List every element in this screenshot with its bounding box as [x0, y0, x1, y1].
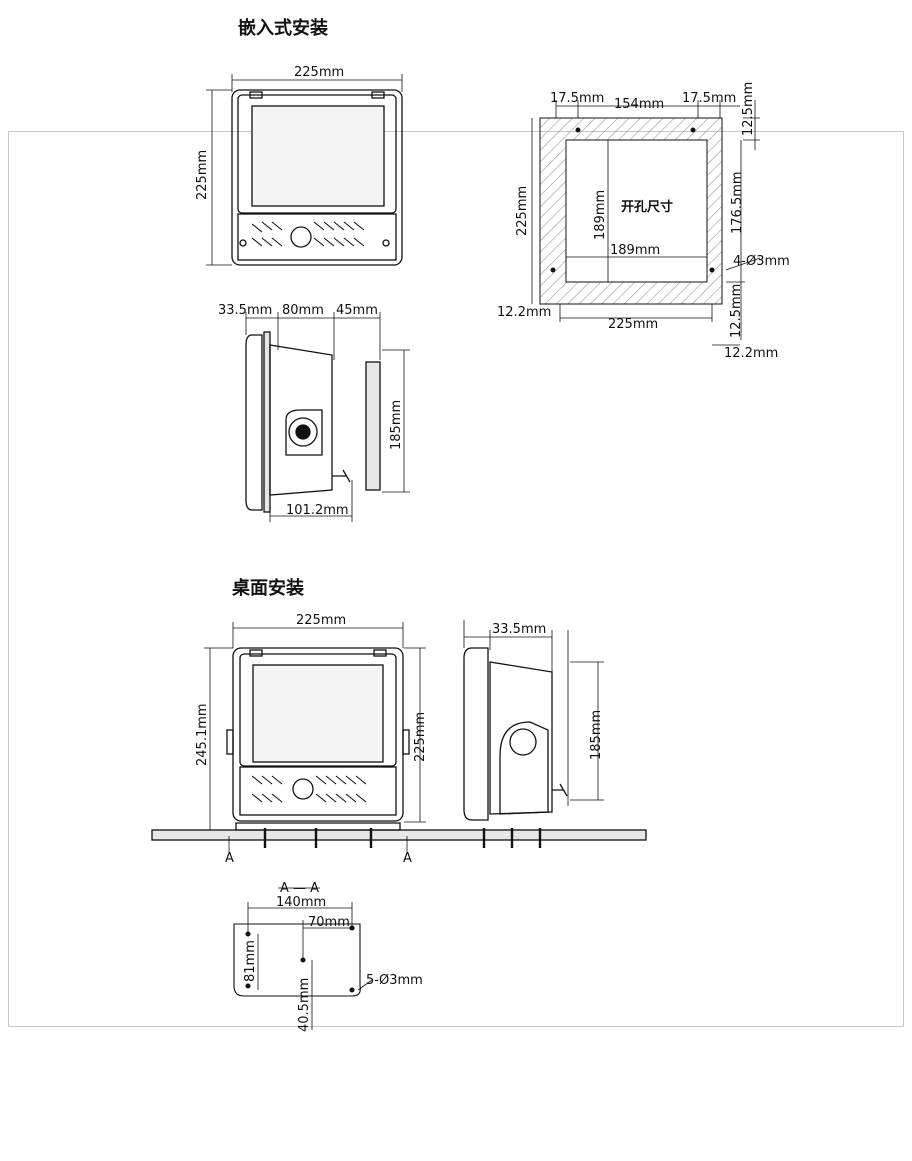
cutout-inner-width: 189mm — [610, 243, 660, 258]
front-bezel — [463, 647, 489, 821]
indicator-led — [239, 239, 247, 247]
bezel-tab — [371, 91, 385, 99]
connector-block — [285, 409, 323, 456]
desk-front-height: 225mm — [413, 712, 428, 762]
base-plate-offset: 40.5mm — [297, 978, 312, 1032]
desk-bracket — [499, 721, 549, 815]
side-knob — [226, 729, 234, 755]
mounting-screws — [263, 828, 373, 848]
flush-side-body-depth: 80mm — [282, 303, 324, 318]
device-screen — [251, 105, 385, 207]
cutout-opening — [565, 139, 708, 283]
cutout-margin-left: 17.5mm — [550, 91, 604, 106]
flush-side-dimensions — [245, 312, 410, 522]
cutout-left-offset: 12.2mm — [497, 305, 551, 320]
speaker-knob — [292, 778, 314, 800]
section-marker-left: A — [225, 851, 234, 866]
front-bezel — [245, 334, 263, 511]
base-plate-dimensions — [247, 887, 373, 1030]
base-plate-width: 140mm — [276, 895, 326, 910]
speaker-slots — [251, 775, 367, 803]
speaker-knob — [290, 226, 312, 248]
cutout-dimensions — [531, 100, 761, 346]
device-body — [231, 89, 403, 266]
desk-base — [235, 822, 401, 831]
desk-mount-title: 桌面安装 — [232, 578, 304, 599]
panel-clamp — [365, 361, 381, 491]
device-bezel — [239, 653, 397, 767]
flush-front-dimensions — [206, 74, 403, 266]
flush-front-height: 225mm — [195, 150, 210, 200]
desk-side-dimensions — [463, 620, 604, 806]
indicator-led — [382, 239, 390, 247]
bezel-tab — [249, 649, 263, 657]
section-label: A — A — [280, 881, 319, 896]
drawing-frame — [8, 131, 904, 1027]
desk-front-total-height: 245.1mm — [195, 703, 210, 766]
cutout-inner-height: 189mm — [593, 190, 608, 240]
flush-side-view — [245, 331, 381, 513]
desk-side-front-depth: 33.5mm — [492, 622, 546, 637]
clamp-screw — [332, 469, 351, 483]
flush-front-width: 225mm — [294, 65, 344, 80]
cutout-label: 开孔尺寸 — [621, 199, 673, 215]
bezel-tab — [249, 91, 263, 99]
cutout-outer-width: 225mm — [608, 317, 658, 332]
device-housing — [269, 344, 333, 496]
connector-ring — [288, 417, 318, 447]
cutout-bottom-offset: 12.5mm — [729, 284, 744, 338]
cutout-margin-right: 17.5mm — [682, 91, 736, 106]
cutout-inner-top: 154mm — [614, 97, 664, 112]
desk-side-height: 185mm — [589, 710, 604, 760]
side-knob — [402, 729, 410, 755]
device-housing — [489, 661, 553, 815]
section-marker-right: A — [403, 851, 412, 866]
flush-side-front-depth: 33.5mm — [218, 303, 272, 318]
base-plate-height: 81mm — [243, 940, 258, 982]
connector-hole — [295, 424, 311, 440]
bezel-tab — [373, 649, 387, 657]
mounting-screws — [482, 828, 542, 848]
desk-surface — [151, 829, 647, 841]
base-plate-hole-spacing: 70mm — [308, 915, 350, 930]
flush-side-bracket: 45mm — [336, 303, 378, 318]
connector-ring — [509, 728, 537, 756]
desk-side-view — [463, 647, 568, 848]
desk-front-dimensions — [204, 622, 426, 852]
flush-side-total-depth: 101.2mm — [286, 503, 349, 518]
base-plate-holes: 5-Ø3mm — [366, 973, 423, 988]
device-bezel — [237, 94, 397, 214]
desk-front-view — [151, 647, 647, 848]
desk-front-width: 225mm — [296, 613, 346, 628]
device-screen — [252, 664, 384, 763]
cutout-top-offset: 12.5mm — [741, 82, 756, 136]
flush-side-height: 185mm — [389, 400, 404, 450]
flush-mount-title: 嵌入式安装 — [238, 18, 328, 39]
cutout-height-176: 176.5mm — [730, 171, 745, 234]
cutout-view — [539, 117, 723, 305]
bracket-screw — [552, 783, 568, 797]
speaker-slots — [251, 221, 365, 247]
cutout-outer-height: 225mm — [515, 186, 530, 236]
cutout-holes: 4-Ø3mm — [733, 254, 790, 269]
speaker-grille-panel — [237, 213, 397, 261]
mounting-panel — [263, 331, 271, 513]
speaker-grille-panel — [239, 766, 397, 816]
cutout-right-offset: 12.2mm — [724, 346, 778, 361]
flush-front-view — [231, 89, 403, 266]
